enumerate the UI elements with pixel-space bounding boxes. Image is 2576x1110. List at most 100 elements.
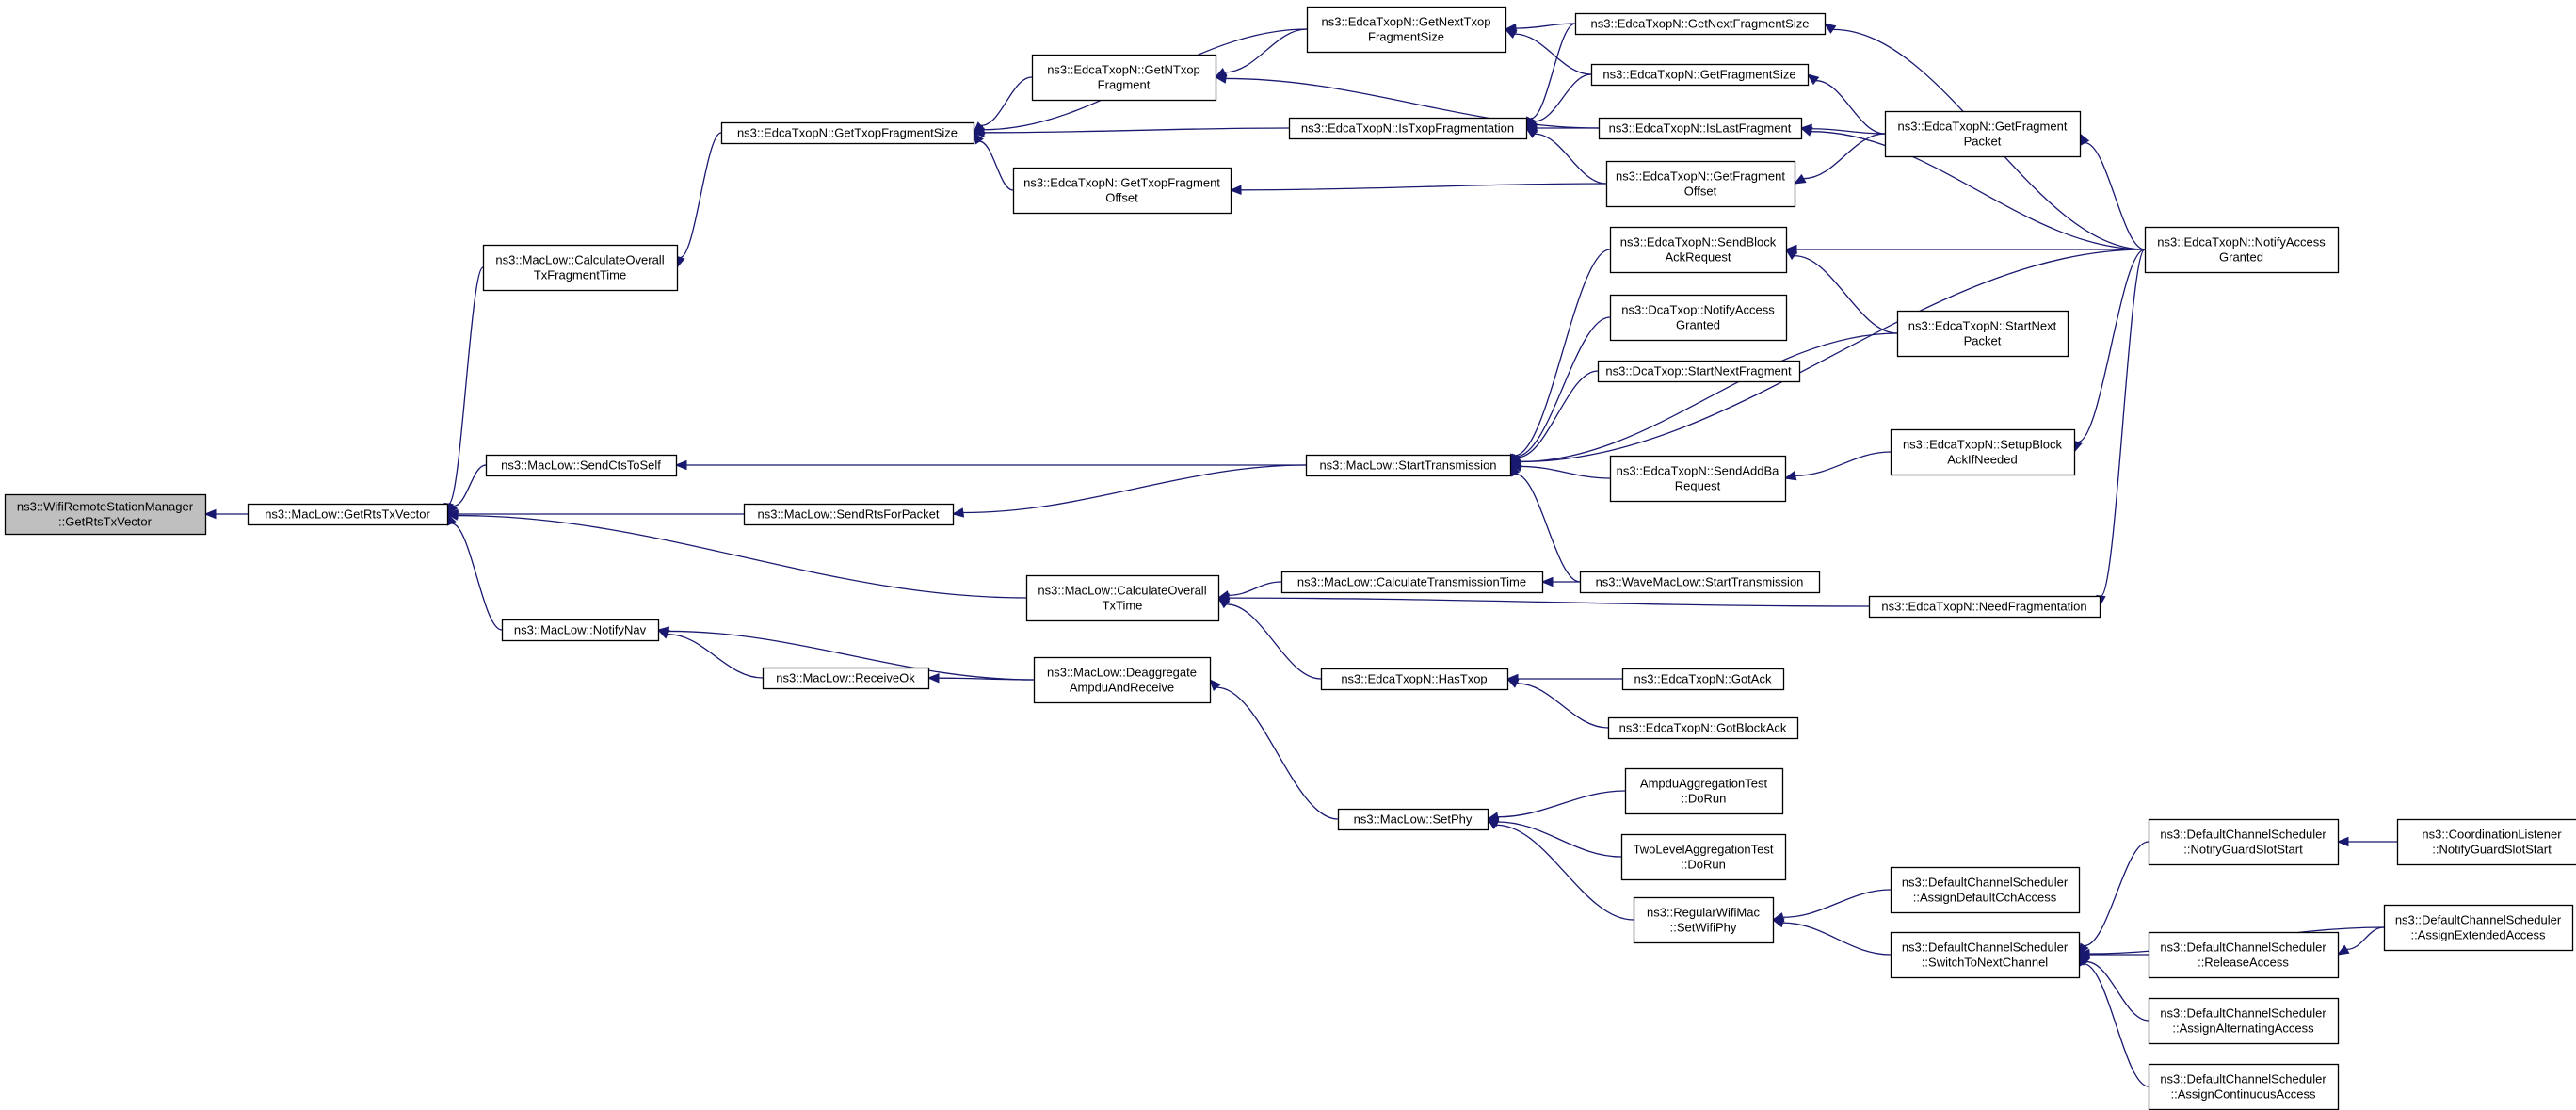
call-graph-nodes: ns3::WifiRemoteStationManager::GetRtsTxV… [4, 6, 2576, 1110]
node-label: ns3::MacLow::GetRtsTxVector [265, 507, 430, 522]
arrowhead [951, 507, 965, 518]
graph-node[interactable]: ns3::EdcaTxopN::GotAck [1621, 668, 1785, 691]
arrowhead [1823, 23, 1837, 34]
graph-node[interactable]: ns3::EdcaTxopN::HasTxop [1320, 668, 1509, 691]
graph-node[interactable]: AmpduAggregationTest::DoRun [1624, 767, 1784, 815]
arrowhead [972, 127, 985, 138]
node-label: ::DoRun [1681, 858, 1726, 872]
graph-node[interactable]: ns3::RegularWifiMac::SetWifiPhy [1633, 896, 1775, 944]
graph-node[interactable]: ns3::DefaultChannelScheduler::AssignCont… [2148, 1063, 2340, 1110]
node-label: ns3::EdcaTxopN::SetupBlock [1903, 438, 2063, 452]
call-edge [1782, 922, 1892, 956]
graph-node[interactable]: ns3::MacLow::GetRtsTxVector [247, 503, 449, 526]
node-label: ns3::MacLow::CalculateOverall [1038, 584, 1206, 598]
graph-node[interactable]: ns3::EdcaTxopN::NeedFragmentation [1868, 595, 2101, 619]
graph-node[interactable]: ns3::MacLow::StartTransmission [1305, 454, 1512, 477]
graph-node[interactable]: ns3::DefaultChannelScheduler::ReleaseAcc… [2148, 931, 2340, 979]
node-label: AckRequest [1665, 250, 1731, 265]
graph-node[interactable]: ns3::WifiRemoteStationManager::GetRtsTxV… [4, 493, 207, 536]
graph-node[interactable]: ns3::DefaultChannelScheduler::AssignDefa… [1890, 866, 2081, 914]
graph-node[interactable]: ns3::EdcaTxopN::GetNextFragmentSize [1574, 12, 1827, 36]
graph-node[interactable]: TwoLevelAggregationTest::DoRun [1620, 833, 1787, 881]
node-box [1890, 931, 2081, 979]
node-label: ns3::WaveMacLow::StartTransmission [1596, 575, 1804, 589]
graph-node[interactable]: ns3::WaveMacLow::StartTransmission [1579, 571, 1821, 594]
call-edge [1811, 131, 2146, 250]
call-edge [1520, 465, 1611, 479]
graph-node[interactable]: ns3::EdcaTxopN::IsTxopFragmentation [1288, 117, 1528, 140]
node-label: ::SetWifiPhy [1670, 921, 1737, 935]
graph-node[interactable]: ns3::CoordinationListener::NotifyGuardSl… [2396, 818, 2576, 866]
node-label: TwoLevelAggregationTest [1634, 843, 1774, 857]
graph-node[interactable]: ns3::MacLow::SendCtsToSelf [485, 454, 678, 477]
node-label: ::AssignContinuousAccess [2171, 1087, 2316, 1102]
graph-node[interactable]: ns3::MacLow::ReceiveOk [762, 667, 930, 690]
call-edge [1811, 128, 1886, 135]
node-box [485, 454, 678, 477]
graph-node[interactable]: ns3::MacLow::SendRtsForPacket [743, 503, 955, 526]
graph-node[interactable]: ns3::MacLow::CalculateOverallTxFragmentT… [482, 244, 679, 292]
node-box [4, 493, 207, 536]
call-edge [1216, 686, 1339, 820]
node-label: ns3::EdcaTxopN::GetFragment [1898, 120, 2068, 134]
graph-node[interactable]: ns3::EdcaTxopN::GetTxopFragmentSize [720, 121, 975, 145]
node-box [2383, 904, 2574, 952]
node-label: ns3::EdcaTxopN::NeedFragmentation [1881, 600, 2086, 614]
node-label: ns3::DcaTxop::StartNextFragment [1605, 364, 1792, 378]
node-label: ns3::MacLow::SendRtsForPacket [758, 507, 940, 522]
call-edge [1516, 683, 1609, 729]
arrowhead [1783, 471, 1797, 481]
arrowhead [1508, 457, 1522, 467]
call-edge [938, 677, 1035, 681]
node-box [1605, 160, 1796, 208]
graph-node[interactable]: ns3::DefaultChannelScheduler::AssignExte… [2383, 904, 2574, 952]
node-label: ns3::EdcaTxopN::GetTxopFragment [1023, 176, 1220, 190]
node-box [2148, 997, 2340, 1045]
graph-node[interactable]: ns3::EdcaTxopN::GetFragmentSize [1590, 63, 1810, 87]
node-label: ::AssignAlternatingAccess [2172, 1022, 2314, 1036]
graph-node[interactable]: ns3::EdcaTxopN::IsLastFragment [1598, 117, 1803, 140]
graph-node[interactable]: ns3::DefaultChannelScheduler::AssignAlte… [2148, 997, 2340, 1045]
call-edge [1782, 889, 1892, 918]
node-label: ns3::DefaultChannelScheduler [2395, 913, 2562, 927]
node-label: ns3::EdcaTxopN::SendBlock [1620, 235, 1777, 249]
node-label: ns3::EdcaTxopN::GotBlockAck [1619, 721, 1787, 735]
node-label: ns3::DefaultChannelScheduler [2160, 828, 2326, 842]
call-edge [1535, 133, 1607, 185]
graph-node[interactable]: ns3::DefaultChannelScheduler::NotifyGuar… [2148, 818, 2340, 866]
graph-node[interactable]: ns3::DcaTxop::StartNextFragment [1597, 360, 1801, 383]
node-label: ns3::MacLow::SendCtsToSelf [501, 458, 661, 473]
node-label: TxTime [1103, 599, 1143, 613]
node-box [1609, 226, 1788, 274]
node-label: ns3::EdcaTxopN::GetFragmentSize [1602, 68, 1795, 82]
node-box [1012, 167, 1232, 215]
node-label: Fragment [1098, 78, 1151, 92]
graph-node[interactable]: ns3::EdcaTxopN::GotBlockAck [1607, 716, 1799, 740]
graph-node[interactable]: ns3::MacLow::SetPhy [1337, 808, 1489, 831]
node-label: ns3::EdcaTxopN::SendAddBa [1617, 464, 1779, 478]
graph-node[interactable]: ns3::MacLow::NotifyNav [501, 619, 660, 642]
node-label: ns3::DefaultChannelScheduler [1902, 876, 2069, 890]
graph-node[interactable]: ns3::MacLow::CalculateTransmissionTime [1280, 571, 1544, 594]
node-box [1607, 716, 1799, 740]
arrowhead [1771, 918, 1785, 928]
graph-node[interactable]: ns3::DefaultChannelScheduler::SwitchToNe… [1890, 931, 2081, 979]
node-label: Packet [1964, 135, 2002, 149]
arrowhead [1229, 185, 1242, 196]
arrowhead [1806, 73, 1820, 86]
node-box [1306, 6, 1507, 54]
node-box [1574, 12, 1827, 36]
